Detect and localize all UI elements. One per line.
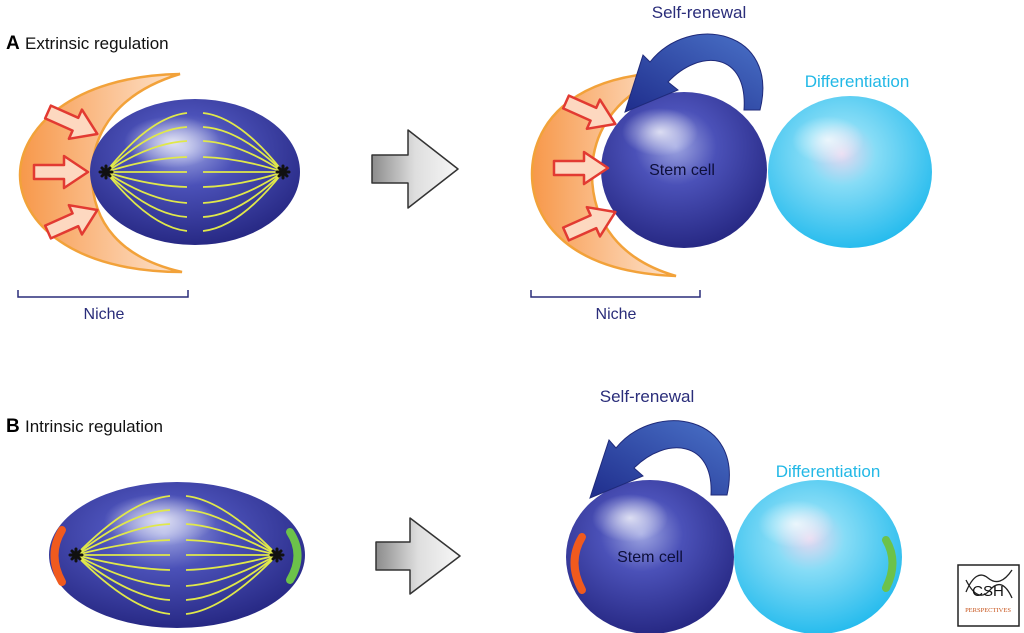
differentiation-label-b: Differentiation (776, 462, 881, 481)
mitotic-spindle-b (75, 495, 278, 615)
dividing-cell-b (49, 482, 305, 628)
niche-label-left: Niche (84, 306, 125, 323)
stem-cell-a: Stem cell (601, 92, 767, 248)
self-renewal-label-b: Self-renewal (600, 387, 695, 406)
panel-b: B Intrinsic regulation (6, 387, 902, 633)
panel-b-title: Intrinsic regulation (25, 417, 163, 436)
centrosome-right-a (275, 164, 291, 180)
cell-fate-determinant-orange-stem (570, 533, 586, 594)
logo-main-text: CSH (972, 583, 1004, 600)
stem-cell-label-a: Stem cell (649, 162, 715, 179)
panel-b-letter: B (6, 416, 20, 437)
niche-bracket-left (17, 290, 189, 298)
differentiated-cell-b (734, 480, 902, 633)
centrosome-left-a (98, 164, 114, 180)
panel-a-letter: A (6, 33, 20, 54)
logo-sub-text: PERSPECTIVES (965, 607, 1011, 614)
niche-signal-arrows-a (32, 104, 99, 240)
dividing-cell-a (90, 99, 300, 245)
differentiated-cell-a (768, 96, 932, 248)
transition-arrow-b (375, 517, 461, 595)
niche-label-right: Niche (596, 306, 637, 323)
transition-arrow-a (371, 129, 459, 209)
cell-fate-determinant-orange-b (50, 526, 66, 586)
self-renewal-arrow-b (589, 420, 730, 499)
stem-cell-label-b: Stem cell (617, 549, 683, 566)
stem-cell-b: Stem cell (566, 480, 734, 633)
panel-a-title: Extrinsic regulation (25, 34, 169, 53)
centrosome-left-b (68, 547, 84, 563)
differentiation-label-a: Differentiation (805, 72, 910, 91)
panel-a: A Extrinsic regulation (6, 3, 932, 323)
self-renewal-arrow-a (624, 33, 764, 113)
niche-bracket-right (530, 290, 701, 298)
dna-helix-icon (965, 569, 1013, 599)
cell-fate-determinant-green-b (286, 528, 302, 584)
niche-signal-arrows-a-right (552, 94, 617, 242)
centrosome-right-b (269, 547, 285, 563)
mitotic-spindle-a (105, 112, 284, 232)
csh-perspectives-logo: CSH PERSPECTIVES (957, 564, 1020, 627)
cell-fate-determinant-green-diff (882, 536, 897, 592)
self-renewal-label-a: Self-renewal (652, 3, 747, 22)
